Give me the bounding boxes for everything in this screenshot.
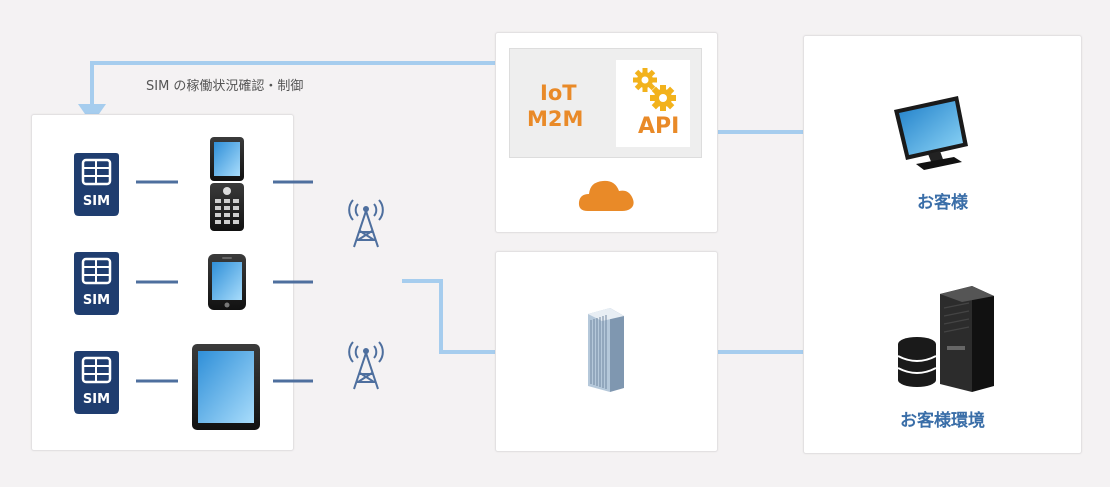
sim-card-icon: SIM <box>74 252 119 315</box>
cloud-icon <box>578 180 634 211</box>
api-label: API <box>638 114 680 139</box>
sim-card-icon: SIM <box>74 153 119 216</box>
sim-card-text: SIM <box>83 194 110 209</box>
status-check-arrow <box>90 61 495 111</box>
smartphone-icon <box>208 254 246 310</box>
network-to-datacenter-arrow <box>402 279 508 354</box>
api-box: API <box>616 60 690 147</box>
customer-label: お客様 <box>917 193 968 213</box>
datacenter-panel <box>495 251 718 452</box>
devices-graphics: SIM SIM SIM <box>74 137 313 430</box>
tablet-icon <box>192 344 260 430</box>
customer-panel: お客様 お客様環境 <box>803 35 1082 454</box>
m2m-label: M2M <box>527 107 584 131</box>
cell-tower-icon <box>348 199 384 248</box>
sim-card-text: SIM <box>83 293 110 308</box>
devices-panel: SIM SIM SIM <box>31 114 313 451</box>
platform-panel: IoT M2M <box>495 32 718 233</box>
sim-card-text: SIM <box>83 392 110 407</box>
flip-phone-icon <box>210 137 244 231</box>
iot-label: IoT <box>540 81 577 105</box>
customer-environment-label: お客様環境 <box>900 411 985 431</box>
monitor-icon <box>894 96 968 170</box>
sim-card-icon: SIM <box>74 351 119 414</box>
server-tower-icon <box>588 308 624 392</box>
cell-tower-icon <box>348 341 384 390</box>
gears-icon <box>633 68 676 111</box>
server-icon <box>940 286 994 392</box>
iot-m2m-platform: IoT M2M <box>509 48 702 158</box>
status-check-label: SIM の稼働状況確認・制御 <box>146 79 304 94</box>
database-icon <box>897 337 937 387</box>
